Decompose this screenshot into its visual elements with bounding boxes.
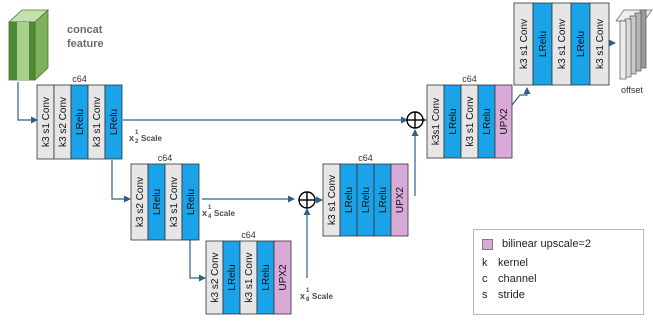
block4-layer-3-label: LRelu xyxy=(378,187,389,213)
scale-eighth-word: Scale xyxy=(312,292,333,301)
legend-k-key: k xyxy=(482,257,488,269)
block1-layer-0-label: k3 s1 Conv xyxy=(41,97,52,147)
block1-layer-1-label: k3 s2 Conv xyxy=(58,97,69,147)
scale-half-num: 1 xyxy=(135,130,139,136)
scale-quarter-num: 1 xyxy=(208,205,212,211)
block3-group: c64 k3 s2 Conv LRelu k3 s1 Conv LRelu UPX2 xyxy=(205,230,292,315)
scale-half-prefix: x xyxy=(129,133,134,143)
legend-c-text: channel xyxy=(498,273,537,285)
concat-feature-block xyxy=(7,9,50,81)
block3-layer-0-label: k3 s2 Conv xyxy=(210,252,221,302)
block3-layer-4-upsample xyxy=(273,240,292,315)
block6-layer-4-label: k3 s1 Conv xyxy=(595,19,606,69)
block4-layer-1-label: LRelu xyxy=(344,187,355,213)
block3-layer-1-label: LRelu xyxy=(227,264,238,290)
block6-layer-0-label: k3 s1 Conv xyxy=(519,19,530,69)
legend-k-text: kernel xyxy=(498,257,528,269)
scale-half-den: 2 xyxy=(135,139,139,145)
block3-layer-3-label: LRelu xyxy=(261,264,272,290)
upsample-swatch xyxy=(482,239,493,250)
scale-eighth-num: 1 xyxy=(306,288,310,294)
block5-layer-4-label: UPX2 xyxy=(499,108,510,135)
block3-layer-4-label: UPX2 xyxy=(278,264,289,291)
block5-to-block6-arrow xyxy=(511,87,531,106)
block1-layer-4-label: LRelu xyxy=(109,109,120,135)
block6-group: k3 s1 Conv LRelu k3 s1 Conv LRelu k3 s1 Conv xyxy=(513,2,610,86)
scale-quarter-word: Scale xyxy=(214,209,235,218)
block6-layer-2-label: k3 s1 Conv xyxy=(557,19,568,69)
block1-to-block2-arrow xyxy=(111,160,131,203)
block6-layer-3-label: LRelu xyxy=(576,31,587,57)
block5-channel-label: c64 xyxy=(462,74,477,84)
scale-annotation-half: x 1 2 Scale xyxy=(129,130,162,145)
legend-row-channel: c channel xyxy=(482,273,537,286)
block2-channel-label: c64 xyxy=(158,153,173,163)
block5-layer-4-upsample xyxy=(494,84,513,159)
connectors xyxy=(17,39,616,282)
block1-channel-label: c64 xyxy=(72,74,87,84)
block3-channel-label: c64 xyxy=(241,230,256,240)
block2-layer-3-label: LRelu xyxy=(186,189,197,215)
block4-layer-4-upsample xyxy=(390,163,409,237)
scale-quarter-prefix: x xyxy=(202,208,207,218)
block4-group: c64 k3 s1 Conv LRelu LRelu LRelu UPX2 xyxy=(322,153,409,237)
scale-quarter-den: 4 xyxy=(208,214,212,220)
input-to-block1-arrow xyxy=(17,82,38,124)
block5-group: c64 k3s1 Conv LRelu k3 s1 Conv LRelu UPX2 xyxy=(426,74,513,159)
block6-layer-1-label: LRelu xyxy=(538,31,549,57)
legend-s-key: s xyxy=(482,289,488,301)
block5-layer-1-label: LRelu xyxy=(448,108,459,134)
concat-label-line2: feature xyxy=(67,38,104,50)
sum-node-1 xyxy=(298,191,316,209)
block4-channel-label: c64 xyxy=(358,153,373,163)
block2-to-block3-arrow xyxy=(189,240,206,282)
scale-eighth-prefix: x xyxy=(300,291,305,301)
scale-eighth-den: 8 xyxy=(306,297,310,303)
scale-half-word: Scale xyxy=(141,134,162,143)
legend-c-key: c xyxy=(482,273,488,285)
scale-annotation-eighth: x 1 8 Scale xyxy=(300,288,333,303)
block3-layer-2-label: k3 s1 Conv xyxy=(244,252,255,302)
block2-layer-3-lrelu xyxy=(181,163,200,241)
sum-node-2 xyxy=(406,111,424,129)
block4-layer-4-label: UPX2 xyxy=(395,187,406,214)
block2-group: c64 k3 s2 Conv LRelu k3 s1 Conv LRelu xyxy=(130,153,200,241)
concat-label-line1: concat xyxy=(67,24,103,36)
block1-layer-4-lrelu xyxy=(104,84,123,160)
block2-layer-2-label: k3 s1 Conv xyxy=(169,177,180,227)
offset-feature-stack xyxy=(615,9,653,80)
scale-annotation-quarter: x 1 4 Scale xyxy=(202,205,235,220)
block5-layer-2-label: k3 s1 Conv xyxy=(465,96,476,146)
offset-label: offset xyxy=(621,85,643,95)
block4-layer-0-label: k3 s1 Conv xyxy=(327,175,338,225)
block5-layer-3-label: LRelu xyxy=(482,108,493,134)
block2-layer-1-label: LRelu xyxy=(152,189,163,215)
block1-layer-3-label: k3 s1 Conv xyxy=(92,97,103,147)
legend-upsample-text: bilinear upscale=2 xyxy=(502,238,591,250)
block4-layer-2-label: LRelu xyxy=(361,187,372,213)
block6-layer-4-conv xyxy=(589,2,610,86)
legend-s-text: stride xyxy=(498,289,525,301)
block2-layer-0-label: k3 s2 Conv xyxy=(135,177,146,227)
block1-layer-2-label: LRelu xyxy=(75,109,86,135)
block5-layer-0-label: k3s1 Conv xyxy=(431,98,442,145)
block1-group: c64 k3 s1 Conv k3 s2 Conv LRelu k3 s1 Conv LR… xyxy=(36,74,123,160)
